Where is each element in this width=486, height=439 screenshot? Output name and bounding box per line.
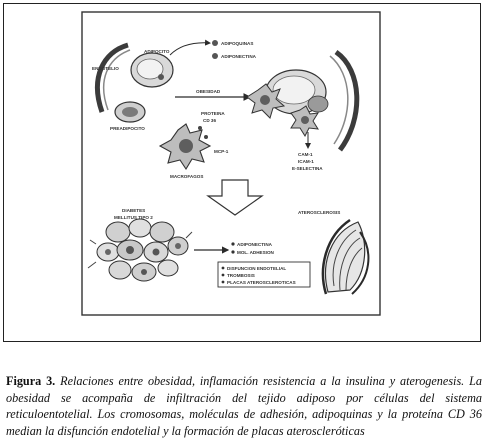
label-adiponectina: ADIPONECTINA bbox=[221, 54, 257, 59]
caption-text: Relaciones entre obesidad, inflamación r… bbox=[6, 374, 482, 438]
label-diabetes-2: MELLITUS TIPO 2 bbox=[114, 215, 153, 220]
label-macrofagos: MACROFAGOS bbox=[170, 174, 203, 179]
caption-label: Figura 3. bbox=[6, 374, 56, 388]
label-adhesion: MOL. ADHESION bbox=[237, 250, 275, 255]
artery-cross-section bbox=[321, 218, 370, 295]
diabetes-cell-cluster bbox=[87, 218, 193, 282]
label-mcp1: MCP-1 bbox=[214, 149, 229, 154]
endothelium-arc-left bbox=[95, 42, 129, 113]
label-placas: PLACAS ATEROSCLEROTICAS bbox=[227, 280, 296, 285]
label-obesidad: OBESIDAD bbox=[196, 89, 221, 94]
endothelium-arc-right bbox=[334, 49, 360, 152]
label-disfuncion: DISFUNCION ENDOTELIAL bbox=[227, 266, 286, 271]
label-cam1: CAM-1 bbox=[298, 152, 313, 157]
down-arrow bbox=[206, 179, 264, 216]
label-diabetes-1: DIABETES bbox=[122, 208, 145, 213]
label-preadipocito: PREADIPOCITO bbox=[110, 126, 145, 131]
label-endotelio: ENDOTELIO bbox=[92, 66, 119, 71]
label-trombosis: TROMBOSIS bbox=[227, 273, 255, 278]
label-aterosclerosis: ATEROSCLEROSIS bbox=[298, 210, 340, 215]
outcomes-box bbox=[217, 261, 311, 288]
label-adiponectina-bottom: ADIPONECTINA bbox=[237, 242, 273, 247]
label-eselectina: E-SELECTINA bbox=[292, 166, 323, 171]
figure-caption: Figura 3. Relaciones entre obesidad, inf… bbox=[6, 373, 482, 439]
label-cd36: CD 36 bbox=[203, 118, 216, 123]
label-proteina: PROTEINA bbox=[201, 111, 225, 116]
label-adipocito: ADIPOCITO bbox=[144, 49, 170, 54]
label-icam1: ICAM-1 bbox=[298, 159, 314, 164]
diagram: ADIPOCITO ADIPOQUINAS ADIPONECTINA ENDOT… bbox=[81, 11, 381, 316]
label-adipoquinas: ADIPOQUINAS bbox=[221, 41, 253, 46]
